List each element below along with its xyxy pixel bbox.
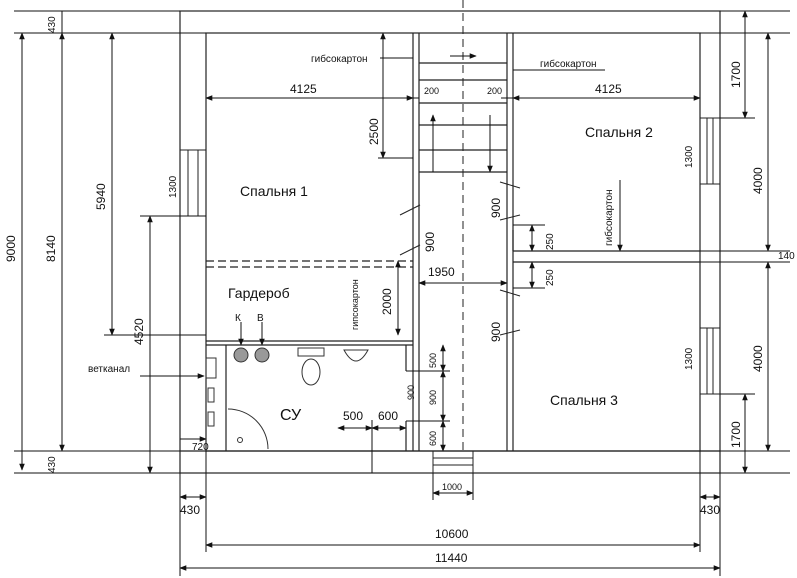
dim-140: 140 xyxy=(778,251,795,262)
inner-wall xyxy=(205,32,701,452)
dim-720: 720 xyxy=(192,442,209,453)
dim-1950: 1950 xyxy=(428,265,455,279)
room-bedroom-1: Спальня 1 xyxy=(240,183,308,199)
dim-1000: 1000 xyxy=(442,482,462,492)
dim-200-right: 200 xyxy=(487,86,502,96)
hot-water-pipe xyxy=(254,347,270,363)
dim-5940: 5940 xyxy=(94,183,108,210)
dim-900-small: 900 xyxy=(406,385,416,400)
dimension-lines xyxy=(14,10,790,576)
gypsum-label-wardrobe: гипсокартон xyxy=(350,279,360,330)
drain-icon xyxy=(237,437,243,443)
window-right-top xyxy=(699,117,721,185)
room-wardrobe: Гардероб xyxy=(228,285,290,301)
dim-430-bottom-left-h: 430 xyxy=(180,503,200,517)
cold-water-pipe xyxy=(233,347,249,363)
walls xyxy=(179,10,721,474)
gypsum-label-vertical: гибсокартон xyxy=(603,189,615,246)
entry-steps xyxy=(432,450,474,474)
dim-250-a: 250 xyxy=(545,233,556,250)
dim-500-h: 500 xyxy=(343,409,363,423)
dim-1700-bottom: 1700 xyxy=(729,421,743,448)
dim-430-bottom-right-h: 430 xyxy=(700,503,720,517)
cold-water-label: К xyxy=(235,313,241,324)
dim-4520: 4520 xyxy=(132,318,146,345)
dim-900-b: 900 xyxy=(489,198,503,218)
dim-1300-left: 1300 xyxy=(168,175,179,198)
toilet-icon xyxy=(301,358,321,386)
dim-600-h: 600 xyxy=(378,409,398,423)
dim-2000: 2000 xyxy=(380,288,394,315)
dim-900-c: 900 xyxy=(489,322,503,342)
room-labels: Спальня 1 Спальня 2 Спальня 3 Гардероб С… xyxy=(228,124,653,424)
dim-9000: 9000 xyxy=(4,235,18,262)
vent-label: ветканал xyxy=(88,364,130,375)
dim-200-left: 200 xyxy=(424,86,439,96)
dim-8140: 8140 xyxy=(44,235,58,262)
bathroom-fixtures xyxy=(205,347,369,450)
dim-4125-left: 4125 xyxy=(290,82,317,96)
window-left xyxy=(179,149,207,217)
dim-500-v: 500 xyxy=(428,353,438,368)
dim-600-v: 600 xyxy=(428,431,438,446)
sink-icon xyxy=(343,349,369,362)
vent-duct xyxy=(205,357,217,379)
gypsum-label-left: гибсокартон xyxy=(311,53,368,65)
dim-430-top-left: 430 xyxy=(47,16,58,33)
dim-1300-right-bottom: 1300 xyxy=(684,347,695,370)
dimension-numbers: 9000 8140 430 430 5940 4520 1300 2500 41… xyxy=(4,16,795,565)
dim-11440: 11440 xyxy=(435,551,468,565)
gypsum-label-right: гибсокартон xyxy=(540,58,597,70)
dim-900-a: 900 xyxy=(423,232,437,252)
toilet-tank xyxy=(297,347,325,357)
dim-2500: 2500 xyxy=(367,118,381,145)
shower-icon xyxy=(227,408,269,450)
dim-430-bottom-left: 430 xyxy=(47,456,58,473)
hot-water-label: В xyxy=(257,313,264,324)
room-bedroom-2: Спальня 2 xyxy=(585,124,653,140)
dim-4000-bottom: 4000 xyxy=(751,345,765,372)
dim-4000-top: 4000 xyxy=(751,167,765,194)
door-marks xyxy=(399,181,521,336)
annotations: гибсокартон гибсокартон гибсокартон гипс… xyxy=(88,53,615,375)
room-bathroom: СУ xyxy=(280,407,302,424)
dim-250-b: 250 xyxy=(545,269,556,286)
dim-10600: 10600 xyxy=(435,527,469,541)
dim-1700-top: 1700 xyxy=(729,61,743,88)
dim-4125-right: 4125 xyxy=(595,82,622,96)
window-right-bottom xyxy=(699,327,721,395)
room-bedroom-3: Спальня 3 xyxy=(550,392,618,408)
dim-900-v: 900 xyxy=(428,390,438,405)
dim-1300-right-top: 1300 xyxy=(684,145,695,168)
